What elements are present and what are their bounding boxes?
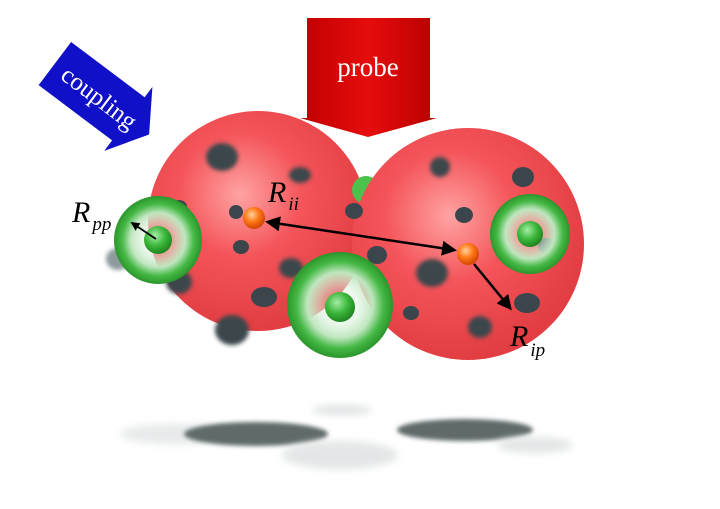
r-ip-arrow <box>473 263 512 311</box>
ion-right <box>457 243 479 265</box>
probe-label: probe <box>337 52 398 82</box>
floor-shadows <box>120 405 573 469</box>
r-pp-arrow <box>130 222 157 240</box>
shadow-blob <box>184 422 328 446</box>
small-sphere-right <box>490 194 570 274</box>
shadow-blob <box>397 419 533 441</box>
ion-left <box>243 207 265 229</box>
coupling-arrow: coupling <box>38 41 153 151</box>
shadow-blob <box>282 441 398 469</box>
probe-arrow: probe <box>300 18 437 137</box>
small-sphere-left <box>114 196 202 284</box>
r-ii-arrow <box>265 216 457 256</box>
shadow-blob <box>497 437 573 453</box>
shadow-blob <box>312 405 372 415</box>
small-sphere-center <box>287 252 393 358</box>
